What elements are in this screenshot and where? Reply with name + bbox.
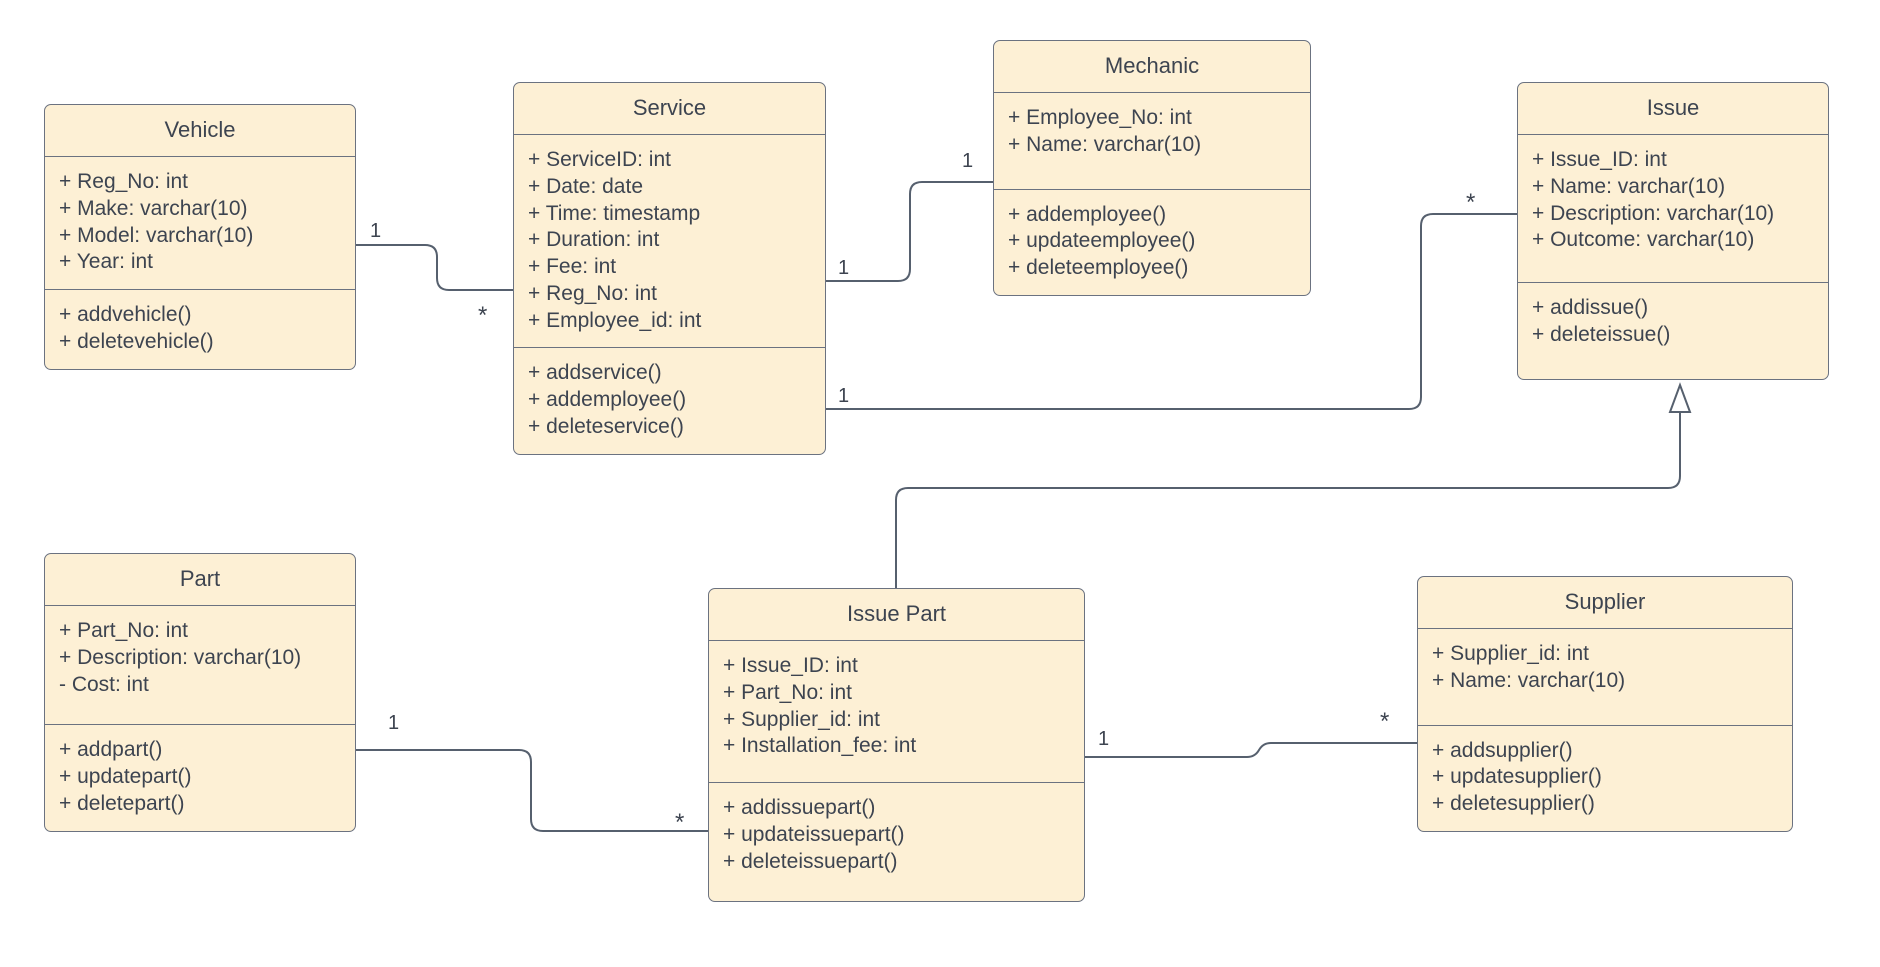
- multiplicity-service-left: *: [478, 302, 488, 329]
- method-row: + addemployee(): [528, 388, 687, 412]
- class-title-issue-part: Issue Part: [709, 589, 1084, 641]
- attribute-row: + Issue_ID: int: [723, 654, 858, 677]
- multiplicity-issue-left: *: [1466, 189, 1476, 216]
- class-box-service[interactable]: Service + ServiceID: int + Date: date + …: [513, 82, 826, 455]
- multiplicity-vehicle-right: 1: [370, 220, 382, 242]
- class-box-part[interactable]: Part + Part_No: int + Description: varch…: [44, 553, 356, 832]
- class-title-mechanic: Mechanic: [994, 41, 1310, 93]
- attribute-row: + Issue_ID: int: [1532, 148, 1667, 171]
- connector-issuepart-supplier: [1085, 742, 1417, 758]
- multiplicity-issuepart-right: 1: [1098, 728, 1110, 750]
- class-box-issue-part[interactable]: Issue Part + Issue_ID: int + Part_No: in…: [708, 588, 1085, 903]
- multiplicity-service-right-upper: 1: [838, 257, 850, 279]
- method-row: + updatesupplier(): [1432, 765, 1602, 789]
- class-box-issue[interactable]: Issue + Issue_ID: int + Name: varchar(10…: [1517, 82, 1829, 380]
- connector-part-issuepart: [355, 749, 708, 832]
- attribute-row: + Supplier_id: int: [1432, 642, 1590, 665]
- attributes-compartment-supplier: + Supplier_id: int + Name: varchar(10): [1418, 629, 1792, 726]
- attribute-row: + Reg_No: int: [59, 170, 188, 193]
- class-title-supplier: Supplier: [1418, 577, 1792, 629]
- class-title-service: Service: [514, 83, 825, 135]
- attribute-row: + Fee: int: [528, 255, 617, 279]
- class-box-vehicle[interactable]: Vehicle + Reg_No: int + Make: varchar(10…: [44, 104, 356, 370]
- methods-compartment-supplier: + addsupplier() + updatesupplier() + del…: [1418, 726, 1792, 831]
- method-row: + addsupplier(): [1432, 738, 1573, 762]
- method-row: + updateemployee(): [1008, 229, 1196, 253]
- methods-compartment-part: + addpart() + updatepart() + deletepart(…: [45, 725, 355, 830]
- method-row: + addemployee(): [1008, 202, 1167, 226]
- attributes-compartment-issue-part: + Issue_ID: int + Part_No: int + Supplie…: [709, 641, 1084, 784]
- method-row: + deleteissue(): [1532, 322, 1671, 346]
- class-title-vehicle: Vehicle: [45, 105, 355, 157]
- method-row: + addissue(): [1532, 296, 1649, 320]
- generalization-arrowhead-icon: [1668, 382, 1692, 413]
- attributes-compartment-service: + ServiceID: int + Date: date + Time: ti…: [514, 135, 825, 349]
- attribute-row: + Outcome: varchar(10): [1532, 228, 1755, 252]
- attributes-compartment-vehicle: + Reg_No: int + Make: varchar(10) + Mode…: [45, 157, 355, 291]
- class-box-mechanic[interactable]: Mechanic + Employee_No: int + Name: varc…: [993, 40, 1311, 296]
- attribute-row: + Name: varchar(10): [1532, 174, 1726, 198]
- attribute-row: + Time: timestamp: [528, 201, 701, 225]
- attribute-row: + Description: varchar(10): [59, 645, 302, 669]
- method-row: + addvehicle(): [59, 303, 192, 327]
- class-box-supplier[interactable]: Supplier + Supplier_id: int + Name: varc…: [1417, 576, 1793, 832]
- attribute-row: + Part_No: int: [723, 680, 852, 704]
- connector-service-mechanic: [826, 181, 993, 282]
- methods-compartment-issue: + addissue() + deleteissue(): [1518, 283, 1828, 379]
- multiplicity-service-right-lower: 1: [838, 385, 850, 407]
- attribute-row: + ServiceID: int: [528, 148, 671, 171]
- attribute-row: + Installation_fee: int: [723, 734, 917, 758]
- attribute-row: + Employee_id: int: [528, 308, 702, 332]
- connector-vehicle-service: [355, 244, 513, 291]
- attribute-row: + Reg_No: int: [528, 281, 657, 305]
- multiplicity-part-right: 1: [388, 712, 400, 734]
- method-row: + deletepart(): [59, 791, 185, 815]
- method-row: + deleteservice(): [528, 414, 684, 438]
- attribute-row: + Year: int: [59, 250, 153, 274]
- attributes-compartment-issue: + Issue_ID: int + Name: varchar(10) + De…: [1518, 135, 1828, 284]
- attribute-row: + Name: varchar(10): [1008, 132, 1202, 156]
- method-row: + deleteissuepart(): [723, 849, 898, 873]
- attribute-row: + Duration: int: [528, 228, 660, 252]
- attributes-compartment-part: + Part_No: int + Description: varchar(10…: [45, 606, 355, 726]
- methods-compartment-service: + addservice() + addemployee() + deletes…: [514, 348, 825, 453]
- method-row: + addissuepart(): [723, 796, 876, 820]
- method-row: + deleteemployee(): [1008, 256, 1189, 280]
- attribute-row: + Employee_No: int: [1008, 106, 1192, 129]
- connector-service-issue: [826, 213, 1517, 410]
- attribute-row: + Description: varchar(10): [1532, 201, 1775, 225]
- methods-compartment-vehicle: + addvehicle() + deletevehicle(): [45, 290, 355, 369]
- attribute-row: + Name: varchar(10): [1432, 668, 1626, 692]
- method-row: + updateissuepart(): [723, 822, 905, 846]
- attribute-row: + Make: varchar(10): [59, 196, 248, 220]
- method-row: + addpart(): [59, 738, 163, 762]
- attribute-row: + Part_No: int: [59, 619, 188, 642]
- multiplicity-mechanic-left: 1: [962, 150, 974, 172]
- method-row: + deletesupplier(): [1432, 792, 1595, 816]
- method-row: + updatepart(): [59, 765, 192, 789]
- attribute-row: - Cost: int: [59, 672, 149, 696]
- method-row: + addservice(): [528, 361, 662, 385]
- attributes-compartment-mechanic: + Employee_No: int + Name: varchar(10): [994, 93, 1310, 190]
- methods-compartment-issue-part: + addissuepart() + updateissuepart() + d…: [709, 783, 1084, 901]
- class-title-issue: Issue: [1518, 83, 1828, 135]
- class-title-part: Part: [45, 554, 355, 606]
- attribute-row: + Date: date: [528, 174, 643, 198]
- method-row: + deletevehicle(): [59, 329, 214, 353]
- attribute-row: + Supplier_id: int: [723, 707, 881, 731]
- attribute-row: + Model: varchar(10): [59, 223, 254, 247]
- multiplicity-supplier-left: *: [1380, 708, 1390, 735]
- connector-issuepart-issue-generalization: [895, 400, 1681, 588]
- methods-compartment-mechanic: + addemployee() + updateemployee() + del…: [994, 190, 1310, 295]
- multiplicity-issuepart-left: *: [675, 809, 685, 836]
